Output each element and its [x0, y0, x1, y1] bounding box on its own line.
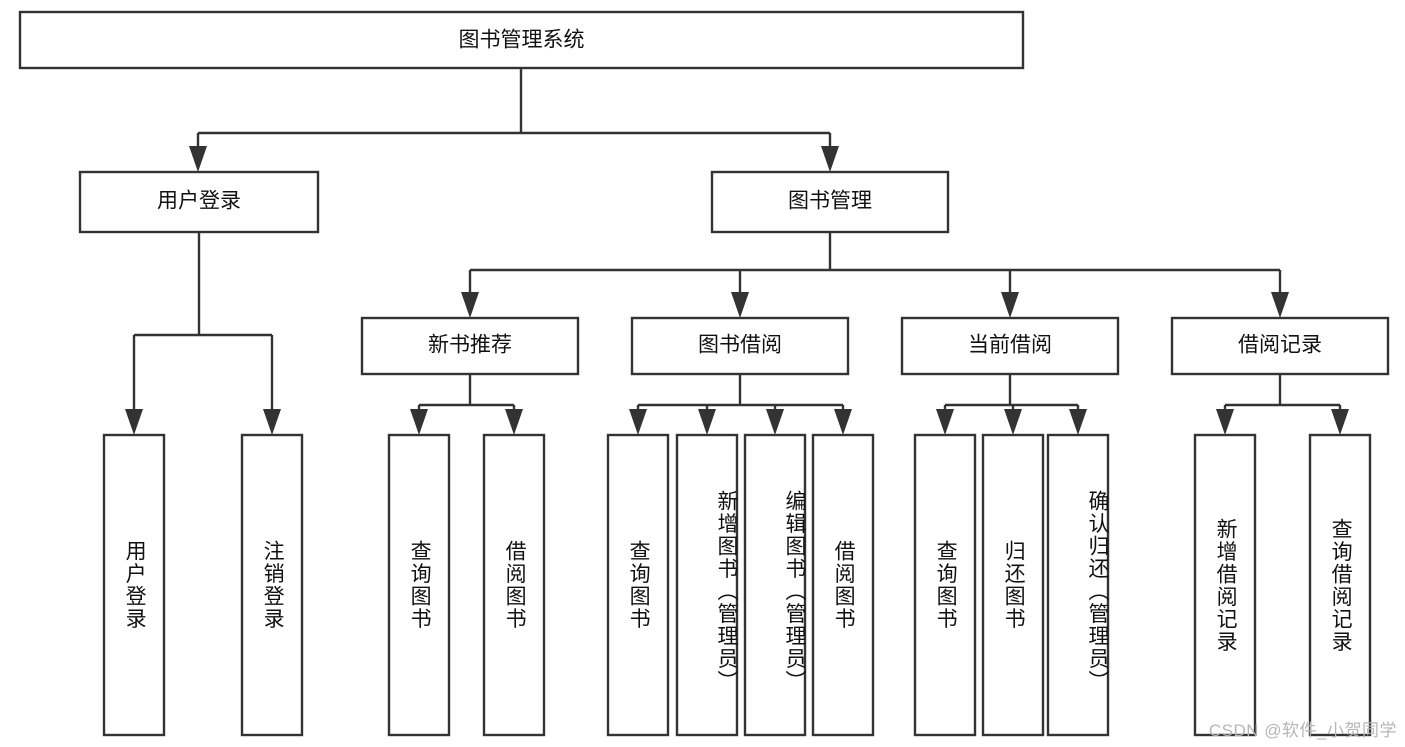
node-box-leaf-borrow-book-2[interactable] [811, 433, 875, 737]
node-box-book-manage[interactable] [710, 170, 950, 234]
node-label-root: 图书管理系统 [459, 29, 585, 52]
arrowhead-new-book-recommend [461, 292, 479, 318]
arrowhead-leaf-add-record [1216, 409, 1234, 435]
arrowhead-borrow-record [1271, 292, 1289, 318]
arrowhead-leaf-borrow-book-2 [834, 409, 852, 435]
connector-book-borrow-to-leaves [629, 374, 852, 435]
connector-root-to-level2 [189, 68, 839, 172]
node-box-leaf-query-book-1[interactable] [387, 433, 451, 737]
node-label-current-borrow: 当前借阅 [968, 334, 1052, 357]
connector-current-borrow-to-leaves [936, 374, 1087, 435]
arrowhead-leaf-borrow-book-1 [505, 409, 523, 435]
arrowhead-book-borrow [731, 292, 749, 318]
connector-user-login-to-leaves [125, 232, 281, 435]
node-box-user-login[interactable] [78, 170, 320, 234]
arrowhead-book-manage [821, 146, 839, 172]
node-box-leaf-return-book[interactable] [981, 433, 1045, 737]
node-box-leaf-borrow-book-1[interactable] [482, 433, 546, 737]
node-box-leaf-query-book-2[interactable] [606, 433, 670, 737]
node-box-leaf-user-login[interactable] [102, 433, 166, 737]
arrowhead-user-login [189, 146, 207, 172]
node-box-leaf-add-book[interactable] [675, 433, 739, 737]
arrowhead-leaf-return-book [1004, 409, 1022, 435]
arrowhead-leaf-query-book-1 [410, 409, 428, 435]
node-box-current-borrow[interactable] [900, 316, 1120, 376]
arrowhead-leaf-query-book-3 [936, 409, 954, 435]
node-box-leaf-query-book-3[interactable] [913, 433, 977, 737]
arrowhead-leaf-user-login [125, 409, 143, 435]
connector-new-book-recommend-to-leaves [410, 374, 523, 435]
node-label-book-manage: 图书管理 [788, 190, 872, 213]
node-box-root[interactable] [18, 10, 1025, 70]
node-box-leaf-query-record[interactable] [1308, 433, 1372, 737]
connector-book-manage-to-level3 [461, 232, 1289, 318]
arrowhead-leaf-query-book-2 [629, 409, 647, 435]
arrowhead-leaf-logout [263, 409, 281, 435]
node-box-leaf-confirm-return[interactable] [1046, 433, 1110, 737]
arrowhead-current-borrow [1001, 292, 1019, 318]
node-box-book-borrow[interactable] [630, 316, 850, 376]
arrowhead-leaf-edit-book [766, 409, 784, 435]
watermark-label: CSDN @软件_小贺同学 [1208, 721, 1397, 740]
node-label-book-borrow: 图书借阅 [698, 334, 782, 357]
node-box-leaf-logout[interactable] [240, 433, 304, 737]
node-label-user-login: 用户登录 [157, 190, 241, 213]
arrowhead-leaf-query-record [1331, 409, 1349, 435]
node-box-new-book-recommend[interactable] [360, 316, 580, 376]
arrowhead-leaf-confirm-return [1069, 409, 1087, 435]
node-box-leaf-add-record[interactable] [1193, 433, 1257, 737]
node-box-borrow-record[interactable] [1170, 316, 1390, 376]
node-label-new-book-recommend: 新书推荐 [428, 334, 512, 357]
connector-borrow-record-to-leaves [1216, 374, 1349, 435]
node-box-leaf-edit-book[interactable] [743, 433, 807, 737]
arrowhead-leaf-add-book [698, 409, 716, 435]
node-label-borrow-record: 借阅记录 [1238, 334, 1322, 357]
